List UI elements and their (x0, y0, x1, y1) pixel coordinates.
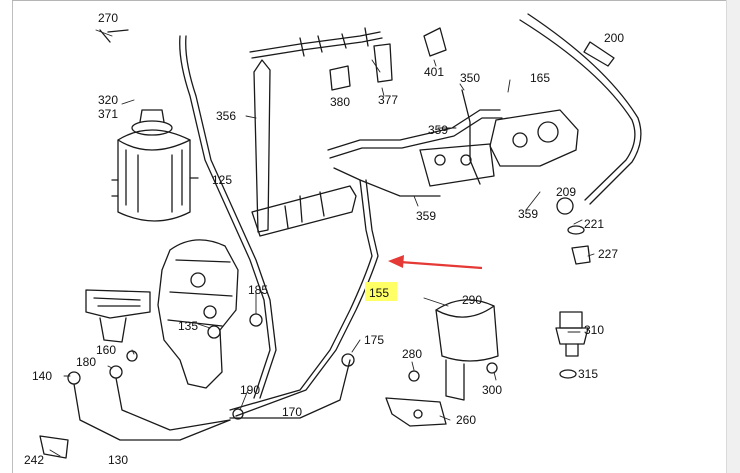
fitting-160 (126, 350, 138, 362)
callout-371: 371 (98, 107, 118, 121)
fuel-rail (251, 59, 357, 237)
fuel-line-130 (73, 383, 231, 441)
callout-165: 165 (530, 71, 550, 85)
callout-310: 310 (584, 323, 604, 337)
red-pointer-arrow (388, 255, 483, 270)
fitting-140 (67, 371, 81, 385)
callout-170: 170 (282, 405, 302, 419)
callout-135: 135 (178, 319, 198, 333)
fuel-line-200-loop (519, 19, 636, 201)
callout-221: 221 (584, 217, 604, 231)
fuel-line-350-outer (329, 117, 503, 159)
clip-380 (329, 65, 351, 91)
fuel-line-lower (333, 167, 441, 197)
callout-315: 315 (578, 367, 598, 381)
callout-242: 242 (24, 453, 44, 467)
banjo-209 (556, 197, 574, 215)
callout-359-b: 359 (416, 209, 436, 223)
bolt-227 (571, 245, 591, 265)
fuel-line-vertical (461, 89, 481, 185)
callout-190: 190 (240, 383, 260, 397)
pressure-regulator-block (419, 109, 579, 187)
bracket-260-hole (413, 409, 423, 419)
callout-155: 155 (369, 286, 389, 300)
fuel-line-170 (229, 359, 351, 419)
callout-175: 175 (364, 333, 384, 347)
callout-377: 377 (378, 93, 398, 107)
callout-180: 180 (76, 355, 96, 369)
callout-356: 356 (216, 109, 236, 123)
callout-185: 185 (248, 283, 268, 297)
fuel-line-200-loop-outer (527, 13, 642, 205)
bolt-280 (408, 370, 420, 382)
callout-359-c: 359 (518, 207, 538, 221)
bracket-260 (385, 397, 447, 427)
callout-125: 125 (212, 173, 232, 187)
callout-380: 380 (330, 95, 350, 109)
fuel-line-155 (229, 179, 373, 411)
callout-270: 270 (98, 11, 118, 25)
callout-300: 300 (482, 383, 502, 397)
highlight-155 (365, 282, 397, 301)
fitting-185 (249, 313, 263, 327)
part-290-valve (435, 299, 499, 401)
callout-350: 350 (460, 71, 480, 85)
vertical-scrollbar[interactable] (726, 0, 740, 473)
pressure-sensor-310 (555, 311, 589, 357)
fuel-line-125 (179, 35, 271, 399)
callout-labels: 270 200 401 380 377 350 165 320 371 356 … (24, 11, 624, 467)
callout-200: 200 (604, 31, 624, 45)
fitting-190 (232, 408, 244, 420)
bolt-300 (486, 362, 498, 374)
hose-200 (583, 41, 615, 67)
washer-221 (567, 225, 585, 235)
fuel-line-350 (327, 109, 501, 151)
callout-140: 140 (32, 369, 52, 383)
callout-130: 130 (108, 453, 128, 467)
callout-401: 401 (424, 65, 444, 79)
clip-377 (373, 43, 393, 83)
page-left-edge (0, 0, 13, 473)
callout-209: 209 (556, 185, 576, 199)
fuel-filter-housing (111, 109, 199, 222)
fitting-242 (39, 435, 69, 459)
callout-320: 320 (98, 93, 118, 107)
callout-359-a: 359 (428, 123, 448, 137)
callout-227: 227 (598, 247, 618, 261)
washer-315 (559, 369, 577, 379)
fitting-175 (341, 353, 355, 367)
fitting-135 (207, 325, 221, 339)
fuel-line-125-outer (185, 35, 277, 399)
injection-pump (85, 239, 239, 389)
callout-260: 260 (456, 413, 476, 427)
fuel-line-180 (115, 377, 231, 431)
callout-160: 160 (96, 343, 116, 357)
clip-401 (423, 27, 447, 57)
callout-290: 290 (462, 293, 482, 307)
callout-280: 280 (402, 347, 422, 361)
top-fuel-lines (99, 27, 383, 59)
